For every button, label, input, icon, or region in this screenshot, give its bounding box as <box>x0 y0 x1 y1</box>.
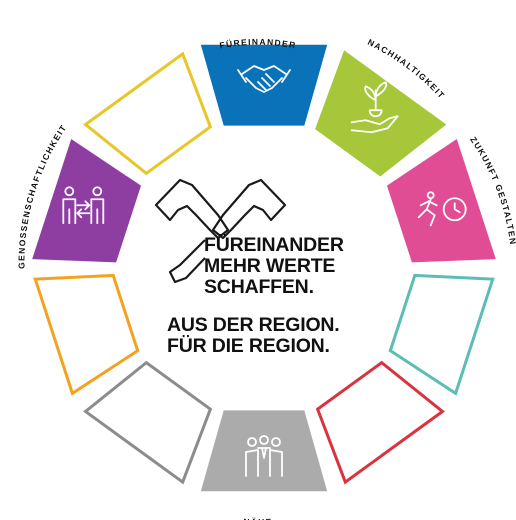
running-person-clock-icon <box>417 191 467 227</box>
wheel-segment-fuereinander <box>200 44 328 126</box>
slogan-headline: FÜREINANDER MEHR WERTE SCHAFFEN. <box>204 235 434 298</box>
two-people-exchange-icon <box>62 186 105 225</box>
wheel-segment-red-empty <box>315 360 445 485</box>
raiffeisen-gable-cross-icon <box>154 178 287 284</box>
wheel-icons <box>62 65 467 477</box>
slogan-line-1: FÜREINANDER <box>204 234 344 256</box>
group-of-people-icon <box>245 435 283 477</box>
handshake-icon <box>237 65 291 93</box>
plant-in-hand-icon <box>350 81 399 134</box>
wheel-segment-teal-empty <box>388 273 495 396</box>
wheel-segment-naehe <box>200 410 328 492</box>
wheel-segment-orange-empty <box>33 273 140 396</box>
segment-label-fuereinander: FÜREINANDER <box>219 37 298 51</box>
slogan-line-2: MEHR WERTE <box>204 255 336 277</box>
slogan-line-5: FÜR DIE REGION. <box>167 335 330 357</box>
slogan-line-4: AUS DER REGION. <box>167 314 340 336</box>
slogan-region: AUS DER REGION. FÜR DIE REGION. <box>167 315 397 357</box>
slogan-line-3: SCHAFFEN. <box>204 276 314 298</box>
wheel-segment-grey-empty <box>83 360 213 485</box>
wheel-segment-genossenschaft <box>32 138 142 263</box>
wheel-segment-zukunft <box>386 138 496 263</box>
segment-label-naehe: NÄHE <box>243 517 273 520</box>
wheel-segments <box>32 44 496 492</box>
wheel-segment-yellow-empty <box>83 51 213 176</box>
